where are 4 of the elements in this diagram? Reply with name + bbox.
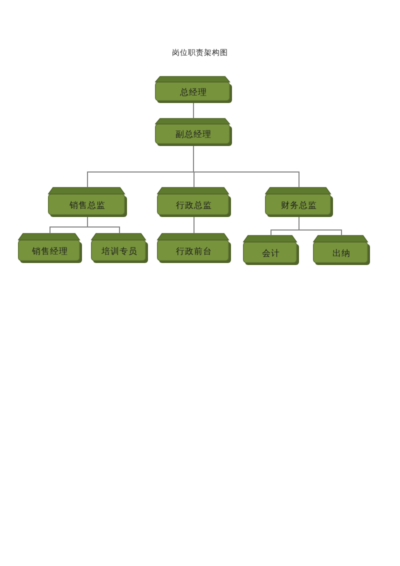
connector-line: [298, 216, 342, 236]
connector-line: [87, 216, 120, 234]
connector-line: [193, 146, 300, 188]
connector-line: [193, 102, 194, 118]
